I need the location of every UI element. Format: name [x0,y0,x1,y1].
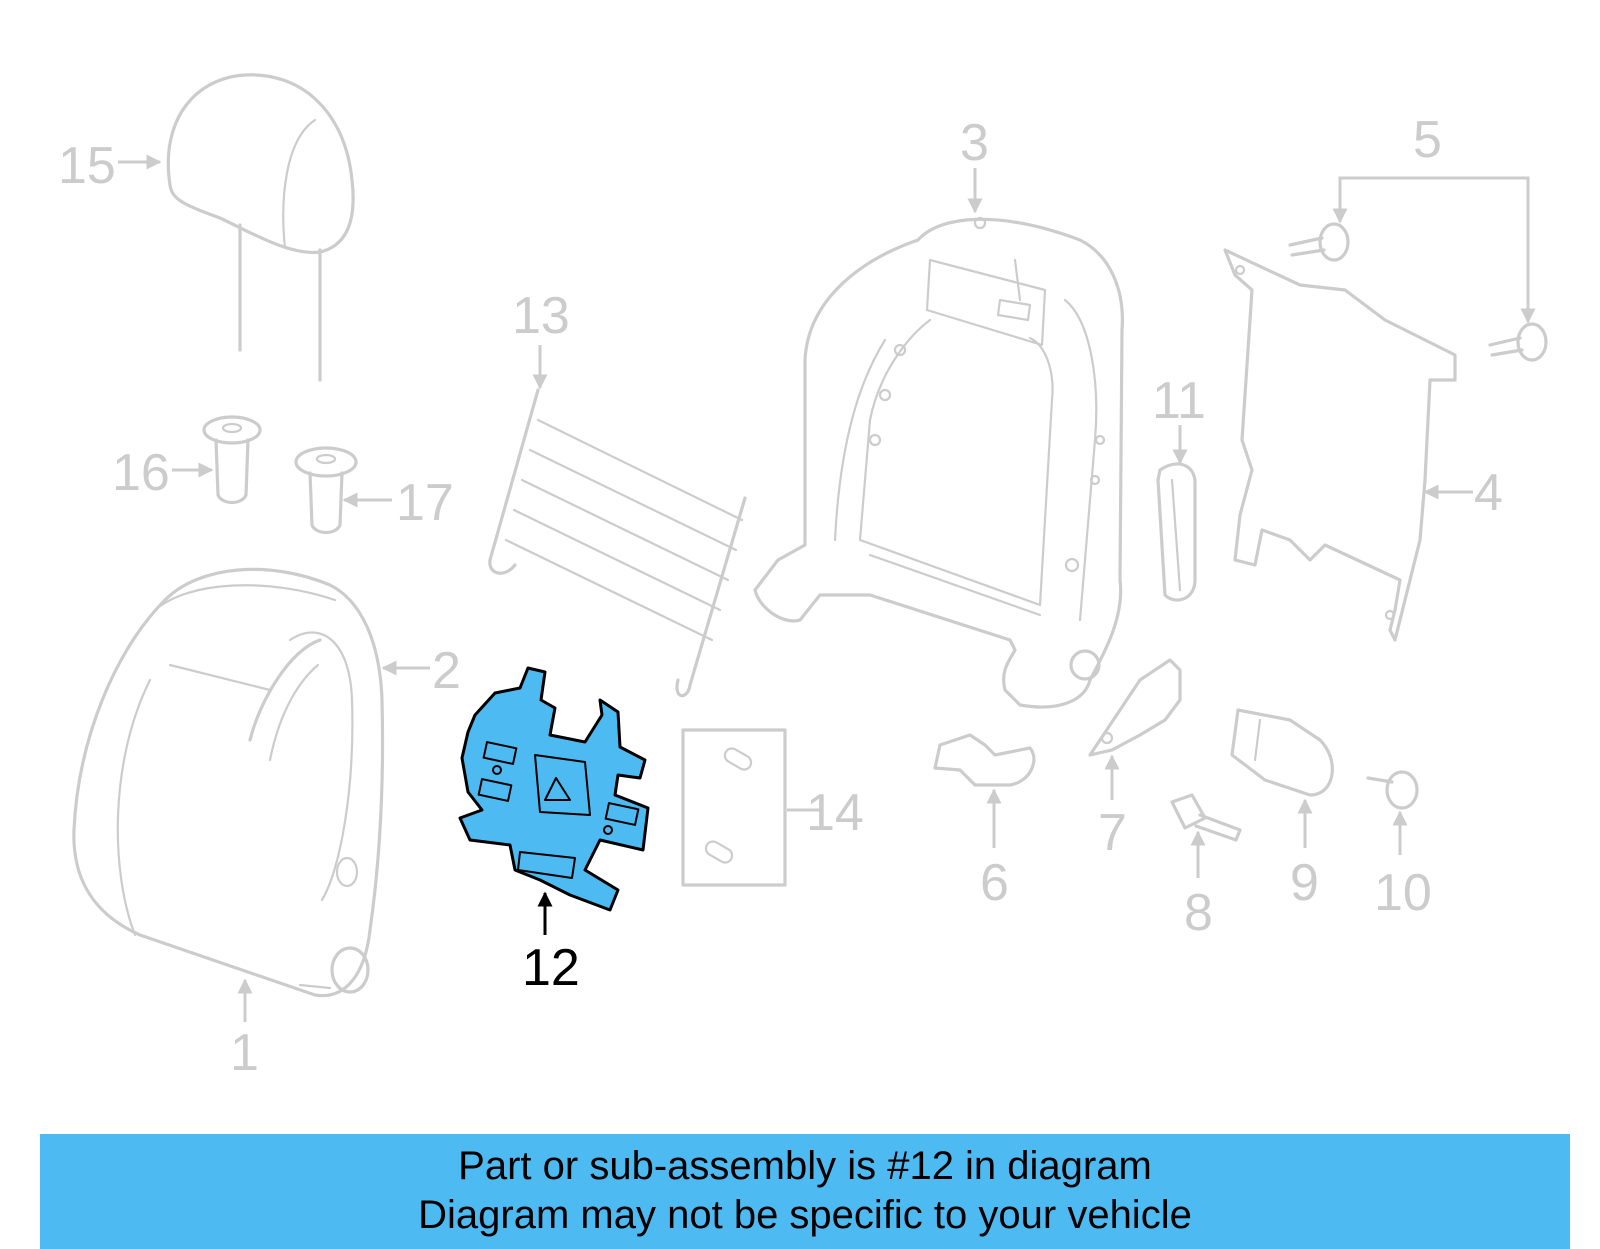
part-14-pad [681,728,787,887]
part-4-back-panel [1223,248,1457,642]
callout-10: 10 [1374,864,1432,922]
part-13-wire-mat [488,388,747,698]
part-9-knob [1230,708,1334,797]
callout-8: 8 [1184,884,1213,942]
callout-3: 3 [960,114,989,172]
part-12-lumbar-support [458,666,650,912]
callout-16: 16 [112,444,170,502]
callout-13: 13 [512,287,570,345]
part-7-bracket [1088,658,1182,757]
callout-7: 7 [1098,804,1127,862]
callout-4: 4 [1474,464,1503,522]
callout-2: 2 [432,642,461,700]
part-3-seatback-frame [753,216,1124,709]
leader-lines [118,154,1536,1022]
banner-line-part: Part or sub-assembly is #12 in diagram [458,1144,1152,1188]
part-5-bolts [1288,222,1548,362]
callout-11: 11 [1152,372,1206,430]
callout-12: 12 [522,939,580,997]
info-banner: Part or sub-assembly is #12 in diagram D… [40,1134,1570,1249]
part-6-bracket [933,733,1036,787]
callout-14: 14 [806,784,864,842]
callout-1: 1 [230,1024,259,1082]
part-1-seatback-cover [72,567,385,998]
part-16-clip [202,415,262,505]
callout-9: 9 [1290,854,1319,912]
callout-labels: 15 16 17 2 1 13 3 11 4 5 14 6 7 8 9 10 1… [58,111,1503,1082]
part-8-stud [1170,793,1242,842]
part-15-headrest [166,73,355,382]
callout-15: 15 [58,137,116,195]
callout-6: 6 [980,854,1009,912]
part-17-clip [294,446,358,535]
callout-5: 5 [1413,111,1442,169]
part-10-pin [1366,770,1419,810]
part-11-trim [1156,462,1197,602]
banner-line-disclaimer: Diagram may not be specific to your vehi… [418,1193,1192,1237]
callout-17: 17 [396,474,454,532]
